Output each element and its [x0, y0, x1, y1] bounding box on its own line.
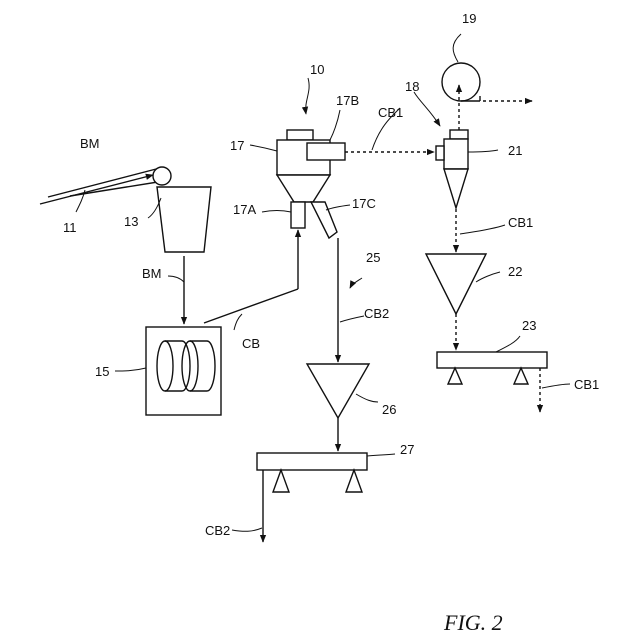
label-18: 18 — [405, 79, 419, 94]
hopper-13 — [157, 187, 211, 252]
classifier-17 — [277, 130, 345, 238]
label-17C: 17C — [352, 196, 376, 211]
label-cb1-b: CB1 — [508, 215, 533, 230]
cyclone-21 — [436, 130, 468, 208]
label-26: 26 — [382, 402, 396, 417]
label-25: 25 — [366, 250, 380, 265]
label-17: 17 — [230, 138, 244, 153]
fan-19 — [442, 63, 480, 101]
label-22: 22 — [508, 264, 522, 279]
label-10: 10 — [310, 62, 324, 77]
hopper-22 — [426, 254, 486, 314]
label-bm-top: BM — [80, 136, 100, 151]
scale-23 — [437, 352, 547, 384]
conveyor-11 — [40, 167, 171, 204]
figure-caption: FIG. 2 — [443, 610, 503, 635]
label-bm-mid: BM — [142, 266, 162, 281]
label-15: 15 — [95, 364, 109, 379]
labels: 10 11 13 15 17 17A 17B 17C 18 19 21 22 2… — [63, 11, 599, 635]
label-27: 27 — [400, 442, 414, 457]
label-cb2-b: CB2 — [205, 523, 230, 538]
scale-27 — [257, 453, 367, 492]
label-cb2-a: CB2 — [364, 306, 389, 321]
label-21: 21 — [508, 143, 522, 158]
label-17A: 17A — [233, 202, 256, 217]
label-19: 19 — [462, 11, 476, 26]
label-cb1-a: CB1 — [378, 105, 403, 120]
mill-15 — [146, 327, 221, 415]
hopper-26 — [307, 364, 369, 418]
label-23: 23 — [522, 318, 536, 333]
label-17B: 17B — [336, 93, 359, 108]
label-13: 13 — [124, 214, 138, 229]
label-11: 11 — [63, 220, 77, 235]
label-cb: CB — [242, 336, 260, 351]
label-cb1-c: CB1 — [574, 377, 599, 392]
